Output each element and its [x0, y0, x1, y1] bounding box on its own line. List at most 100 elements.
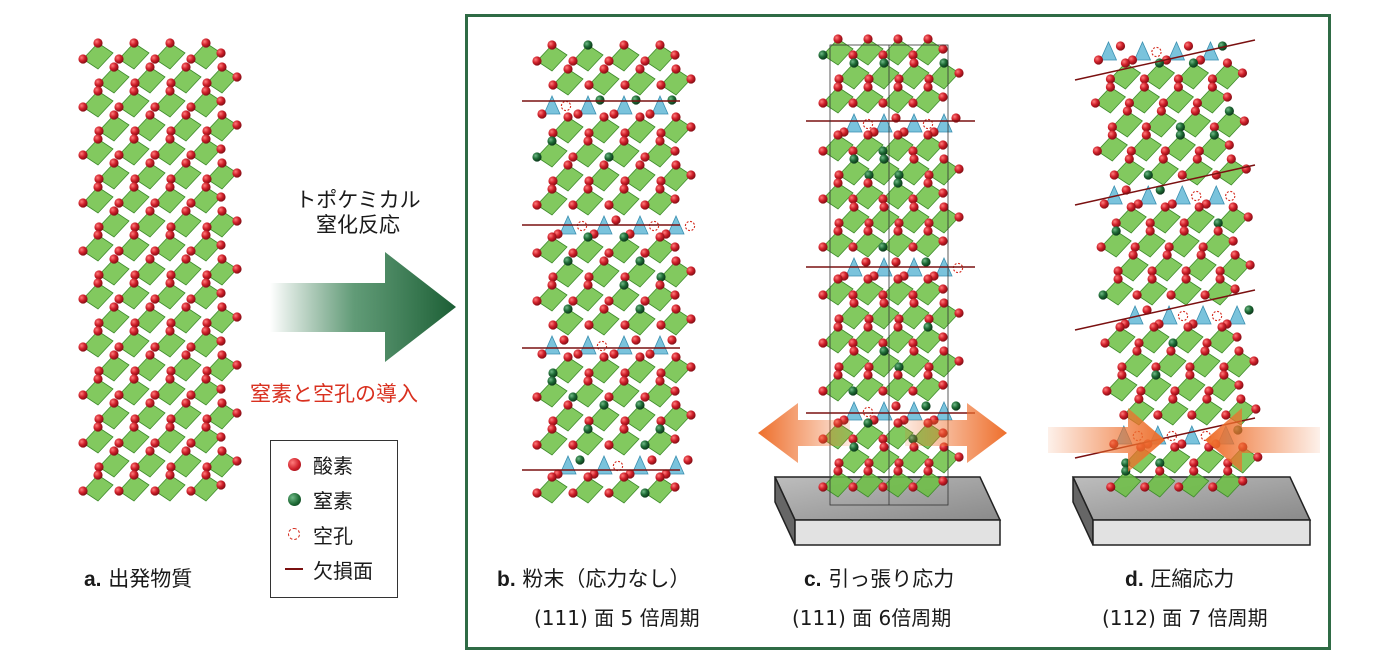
oxygen-atom-icon — [849, 202, 859, 212]
oxygen-atom-icon — [1164, 242, 1174, 252]
oxygen-atom-icon — [1223, 466, 1233, 476]
octahedron-icon — [552, 68, 584, 96]
oxygen-atom-icon — [584, 416, 594, 426]
oxygen-atom-icon — [604, 488, 614, 498]
octahedron-icon — [882, 278, 914, 306]
oxygen-atom-icon — [864, 74, 874, 84]
octahedron-icon — [154, 42, 186, 70]
oxygen-atom-icon — [166, 366, 176, 376]
octahedron-icon — [98, 210, 130, 238]
oxygen-atom-icon — [130, 414, 140, 424]
oxygen-atom-icon — [938, 188, 948, 198]
oxygen-atom-icon — [150, 294, 160, 304]
oxygen-atom-icon — [879, 202, 889, 212]
nitrogen-atom-icon — [1175, 122, 1185, 132]
oxygen-atom-icon — [166, 462, 176, 472]
oxygen-atom-icon — [655, 280, 665, 290]
oxygen-atom-icon — [94, 270, 104, 280]
oxygen-atom-icon — [878, 482, 888, 492]
octahedron-icon — [536, 380, 568, 408]
oxygen-atom-icon — [114, 294, 124, 304]
oxygen-atom-icon — [908, 290, 918, 300]
oxygen-atom-icon — [878, 290, 888, 300]
octahedron-icon — [118, 282, 150, 310]
compressive-structure — [1074, 39, 1263, 498]
octahedron-icon — [536, 428, 568, 456]
octahedron-icon — [624, 308, 656, 336]
nitrogen-vacancy-introduction-label: 窒素と空孔の導入 — [250, 382, 418, 406]
oxygen-atom-icon — [232, 408, 242, 418]
octahedron-icon — [536, 188, 568, 216]
oxygen-atom-icon — [181, 62, 191, 72]
oxygen-atom-icon — [150, 198, 160, 208]
panel-d-title: 圧縮応力 — [1150, 567, 1235, 591]
oxygen-atom-icon — [232, 72, 242, 82]
oxygen-atom-icon — [1126, 146, 1136, 156]
oxygen-atom-icon — [201, 278, 211, 288]
oxygen-atom-icon — [818, 242, 828, 252]
oxygen-atom-icon — [818, 98, 828, 108]
oxygen-atom-icon — [216, 336, 226, 346]
oxygen-atom-icon — [93, 278, 103, 288]
octahedron-icon — [1191, 398, 1223, 426]
oxygen-atom-icon — [1133, 199, 1143, 209]
oxygen-atom-icon — [924, 218, 934, 228]
oxygen-atom-icon — [1147, 266, 1157, 276]
oxygen-atom-icon — [584, 80, 594, 90]
oxygen-atom-icon — [166, 414, 176, 424]
oxygen-atom-icon — [568, 296, 578, 306]
octahedron-icon — [82, 378, 114, 406]
oxygen-atom-icon — [1130, 242, 1140, 252]
nitrogen-atom-icon — [532, 152, 542, 162]
oxygen-atom-icon — [655, 40, 665, 50]
oxygen-atom-icon — [1207, 82, 1217, 92]
oxygen-atom-icon — [655, 232, 665, 242]
octahedron-icon — [118, 138, 150, 166]
octahedron-icon — [118, 330, 150, 358]
oxygen-atom-icon — [584, 176, 594, 186]
vacancy-icon — [1177, 310, 1189, 322]
tetrahedron-icon — [905, 401, 923, 421]
oxygen-atom-icon — [1141, 122, 1151, 132]
oxygen-atom-icon — [908, 146, 918, 156]
oxygen-atom-icon — [670, 290, 680, 300]
octahedron-icon — [1094, 86, 1127, 114]
nitrogen-atom-icon — [635, 400, 645, 410]
nitrogen-atom-icon — [1213, 218, 1223, 228]
oxygen-atom-icon — [878, 194, 888, 204]
oxygen-atom-icon — [1106, 482, 1116, 492]
octahedron-icon — [588, 356, 620, 384]
oxygen-atom-icon — [166, 174, 176, 184]
oxygen-atom-icon — [93, 422, 103, 432]
oxygen-atom-icon — [954, 68, 964, 78]
panel-d-letter: d. — [1125, 568, 1144, 591]
oxygen-atom-icon — [1228, 202, 1238, 212]
panel-b-period: (111) 面 5 倍周期 — [534, 606, 700, 630]
oxygen-atom-icon — [893, 370, 903, 380]
oxygen-atom-icon — [1093, 55, 1104, 65]
oxygen-atom-icon — [1170, 386, 1180, 396]
octahedron-icon — [822, 230, 854, 258]
oxygen-atom-icon — [216, 384, 226, 394]
vacancy-icon — [596, 340, 608, 352]
oxygen-atom-icon — [114, 198, 124, 208]
octahedron-icon — [572, 428, 604, 456]
oxygen-atom-icon — [1243, 212, 1253, 222]
oxygen-atom-icon — [924, 362, 934, 372]
oxygen-atom-icon — [232, 456, 242, 466]
octahedron-icon — [1170, 278, 1202, 306]
octahedron-icon — [572, 236, 604, 264]
oxygen-atom-icon — [568, 56, 578, 66]
oxygen-atom-icon — [130, 78, 140, 88]
oxygen-atom-icon — [145, 254, 155, 264]
octahedron-icon — [1136, 278, 1168, 306]
octahedron-icon — [552, 260, 584, 288]
tetrahedron-icon — [1139, 185, 1157, 205]
octahedron-icon — [1193, 446, 1225, 474]
oxygen-atom-icon — [1219, 362, 1229, 372]
oxygen-atom-icon — [201, 374, 211, 384]
octahedron-icon — [868, 302, 900, 330]
oxygen-atom-icon — [893, 322, 903, 332]
oxygen-atom-icon — [1215, 274, 1225, 284]
